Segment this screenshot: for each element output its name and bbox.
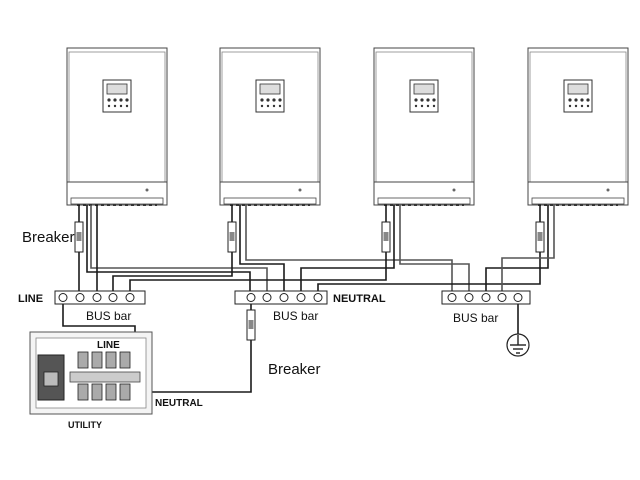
inverter-4 <box>527 47 629 206</box>
inverter-1 <box>66 47 168 206</box>
breaker-label-bottom: Breaker <box>268 361 321 378</box>
inverter-breakers <box>74 221 545 341</box>
breaker-inverter-4 <box>535 221 545 253</box>
bus-bar-middle <box>234 290 328 305</box>
inverter-3 <box>373 47 475 206</box>
bus-bar-left <box>54 290 146 305</box>
breaker-inverter-2 <box>227 221 237 253</box>
breaker-utility-neutral <box>246 309 256 341</box>
line-label-main: LINE <box>18 293 43 305</box>
utility-label: UTILITY <box>68 420 102 430</box>
bus-bar-right <box>441 290 531 305</box>
bus-bar-label-left: BUS bar <box>86 309 131 323</box>
breaker-inverter-3 <box>381 221 391 253</box>
utility-neutral-label: NEUTRAL <box>155 398 203 409</box>
bus-bar-label-middle: BUS bar <box>273 309 318 323</box>
inverter-2 <box>219 47 321 206</box>
utility-breakers <box>69 351 141 401</box>
breaker-label-top: Breaker <box>22 229 75 246</box>
utility-line-label: LINE <box>97 340 120 351</box>
bus-bar-label-right: BUS bar <box>453 311 498 325</box>
ground-symbol <box>506 333 530 357</box>
breaker-inverter-1 <box>74 221 84 253</box>
neutral-label-main: NEUTRAL <box>333 293 386 305</box>
utility-panel <box>29 331 153 415</box>
